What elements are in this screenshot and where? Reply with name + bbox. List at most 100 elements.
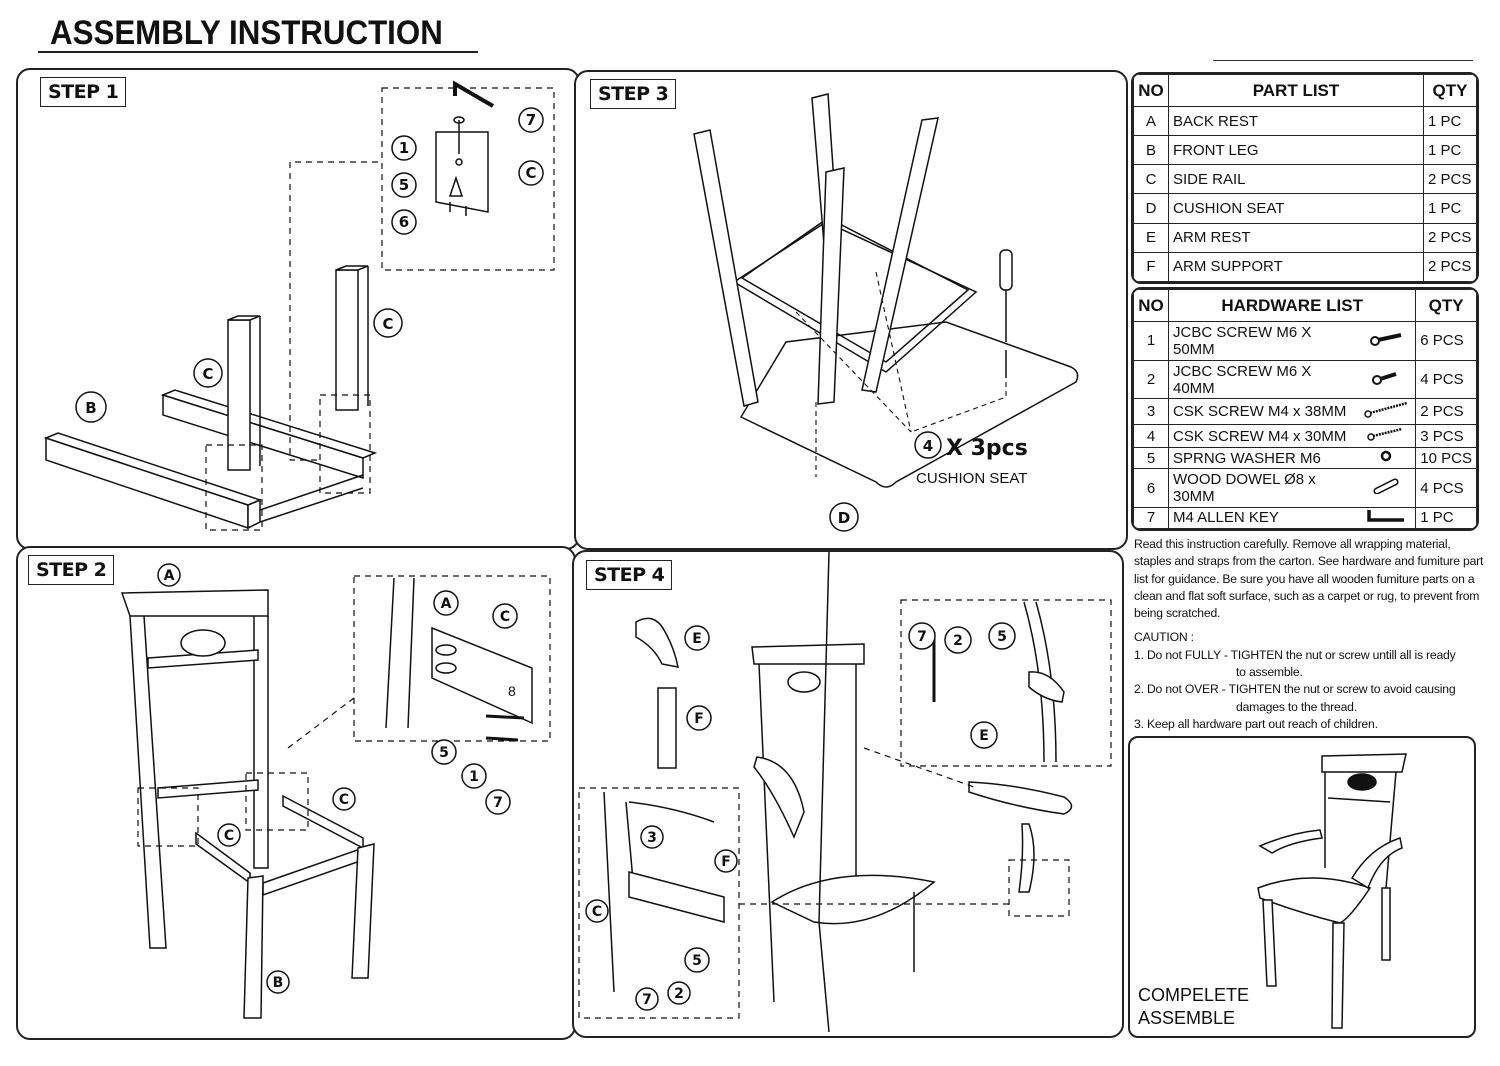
callout-text: A: [164, 568, 175, 584]
part-list-header-qty: QTY: [1423, 74, 1477, 107]
step-3-illustration: [693, 93, 1079, 488]
callout-5: 5: [431, 739, 457, 765]
hardware-number: 4: [923, 437, 933, 455]
step-4-label: STEP 4: [586, 560, 673, 590]
part-qty: 2 PCS: [1423, 164, 1477, 195]
hardware-no: 4: [1133, 423, 1169, 449]
step-2-callouts: A C C B A C 5 1 7: [157, 563, 518, 994]
part-qty: 2 PCS: [1423, 251, 1477, 282]
step-4-panel: STEP 4: [572, 550, 1124, 1038]
callout-e: E: [684, 625, 710, 651]
step-1-panel: STEP 1: [16, 68, 580, 550]
part-name: BACK REST: [1168, 105, 1424, 137]
complete-line-2: ASSEMBLE: [1138, 1008, 1236, 1028]
callout-text: 2: [953, 633, 963, 649]
step-1-label: STEP 1: [40, 77, 127, 107]
callout-text: C: [592, 904, 602, 920]
callout-2: 2: [944, 626, 972, 654]
hardware-qty: 6 PCS: [1415, 321, 1477, 361]
callout-1: 1: [391, 135, 417, 161]
hardware-name: SPRNG WASHER M6: [1168, 447, 1358, 470]
hardware-list-header-qty: QTY: [1415, 289, 1477, 322]
hardware-no: 1: [1133, 321, 1169, 361]
hardware-no: 3: [1133, 398, 1169, 425]
callout-text: 7: [493, 795, 503, 811]
part-no: C: [1133, 164, 1169, 195]
bolt-short-icon: [1357, 359, 1417, 400]
washer-icon: [1357, 447, 1417, 470]
part-name: ARM SUPPORT: [1168, 251, 1424, 282]
callout-text: 3: [647, 830, 657, 846]
hardware-no: 5: [1133, 447, 1169, 470]
wood-screw-short-icon: [1357, 423, 1417, 449]
callout-text: C: [339, 792, 349, 808]
callout-d: D: [829, 502, 859, 532]
callout-4: 4: [914, 431, 942, 459]
callout-c: C: [217, 823, 241, 847]
part-mark: 8: [508, 683, 516, 699]
callout-text: 6: [399, 213, 409, 231]
allen-key-icon: [1357, 506, 1417, 529]
callout-c: C: [193, 358, 223, 388]
hardware-qty: 4 PCS: [1415, 468, 1477, 508]
part-qty: 1 PC: [1423, 135, 1477, 166]
step-2-label: STEP 2: [28, 555, 115, 585]
callout-text: 2: [674, 986, 684, 1002]
callout-7: 7: [635, 987, 659, 1011]
hardware-qty: 4 PCS: [1415, 359, 1477, 400]
callout-5: 5: [391, 172, 417, 198]
hardware-qty: 1 PC: [1415, 506, 1477, 529]
cushion-seat-caption: CUSHION SEAT: [916, 470, 1028, 487]
wood-screw-long-icon: [1357, 398, 1417, 425]
callout-text: F: [694, 711, 704, 727]
callout-3: 3: [640, 825, 664, 849]
callout-text: D: [838, 509, 850, 527]
callout-c: C: [585, 899, 609, 923]
title-underline: [38, 51, 478, 53]
hardware-no: 6: [1133, 468, 1169, 508]
part-list-header-no: NO: [1133, 74, 1169, 107]
callout-text: 7: [642, 992, 652, 1008]
completed-chair-illustration: [1257, 753, 1407, 1029]
caution-3: 3. Keep all hardware part out reach of c…: [1134, 716, 1378, 731]
callout-f: F: [714, 849, 738, 873]
callout-5: 5: [988, 622, 1016, 650]
callout-6: 6: [391, 209, 417, 235]
step-3-panel: STEP 3 D 4 X 3pcs CUSHION SEAT: [574, 70, 1128, 550]
callout-7: 7: [908, 622, 936, 650]
step-3-callouts: D 4: [829, 431, 942, 532]
hardware-name: CSK SCREW M4 x 38MM: [1168, 398, 1358, 425]
hardware-name: JCBC SCREW M6 X 50MM: [1168, 321, 1358, 361]
step-1-callouts: B C C 1 5 6 7 C: [75, 107, 544, 423]
callout-text: C: [500, 609, 510, 625]
bolt-long-icon: [1357, 321, 1417, 361]
step-4-callouts: E F 3 F C 5 2 7 7 2 5 E: [585, 622, 1016, 1011]
hardware-name: WOOD DOWEL Ø8 x 30MM: [1168, 468, 1358, 508]
part-name: SIDE RAIL: [1168, 164, 1424, 195]
instructions-text: Read this instruction carefully. Remove …: [1134, 536, 1484, 733]
complete-line-1: COMPELETE: [1138, 985, 1250, 1005]
callout-text: C: [525, 164, 536, 182]
part-qty: 1 PC: [1423, 193, 1477, 224]
header-rule: [1213, 60, 1473, 61]
callout-e: E: [970, 721, 998, 749]
callout-text: 5: [692, 953, 702, 969]
part-list-header-name: PART LIST: [1168, 74, 1424, 107]
callout-text: E: [979, 728, 989, 744]
callout-text: 5: [439, 745, 449, 761]
callout-c: C: [492, 603, 518, 629]
callout-text: 5: [997, 629, 1007, 645]
callout-text: 5: [399, 176, 409, 194]
callout-2: 2: [667, 981, 691, 1005]
document-title: ASSEMBLY INSTRUCTION: [50, 14, 443, 52]
